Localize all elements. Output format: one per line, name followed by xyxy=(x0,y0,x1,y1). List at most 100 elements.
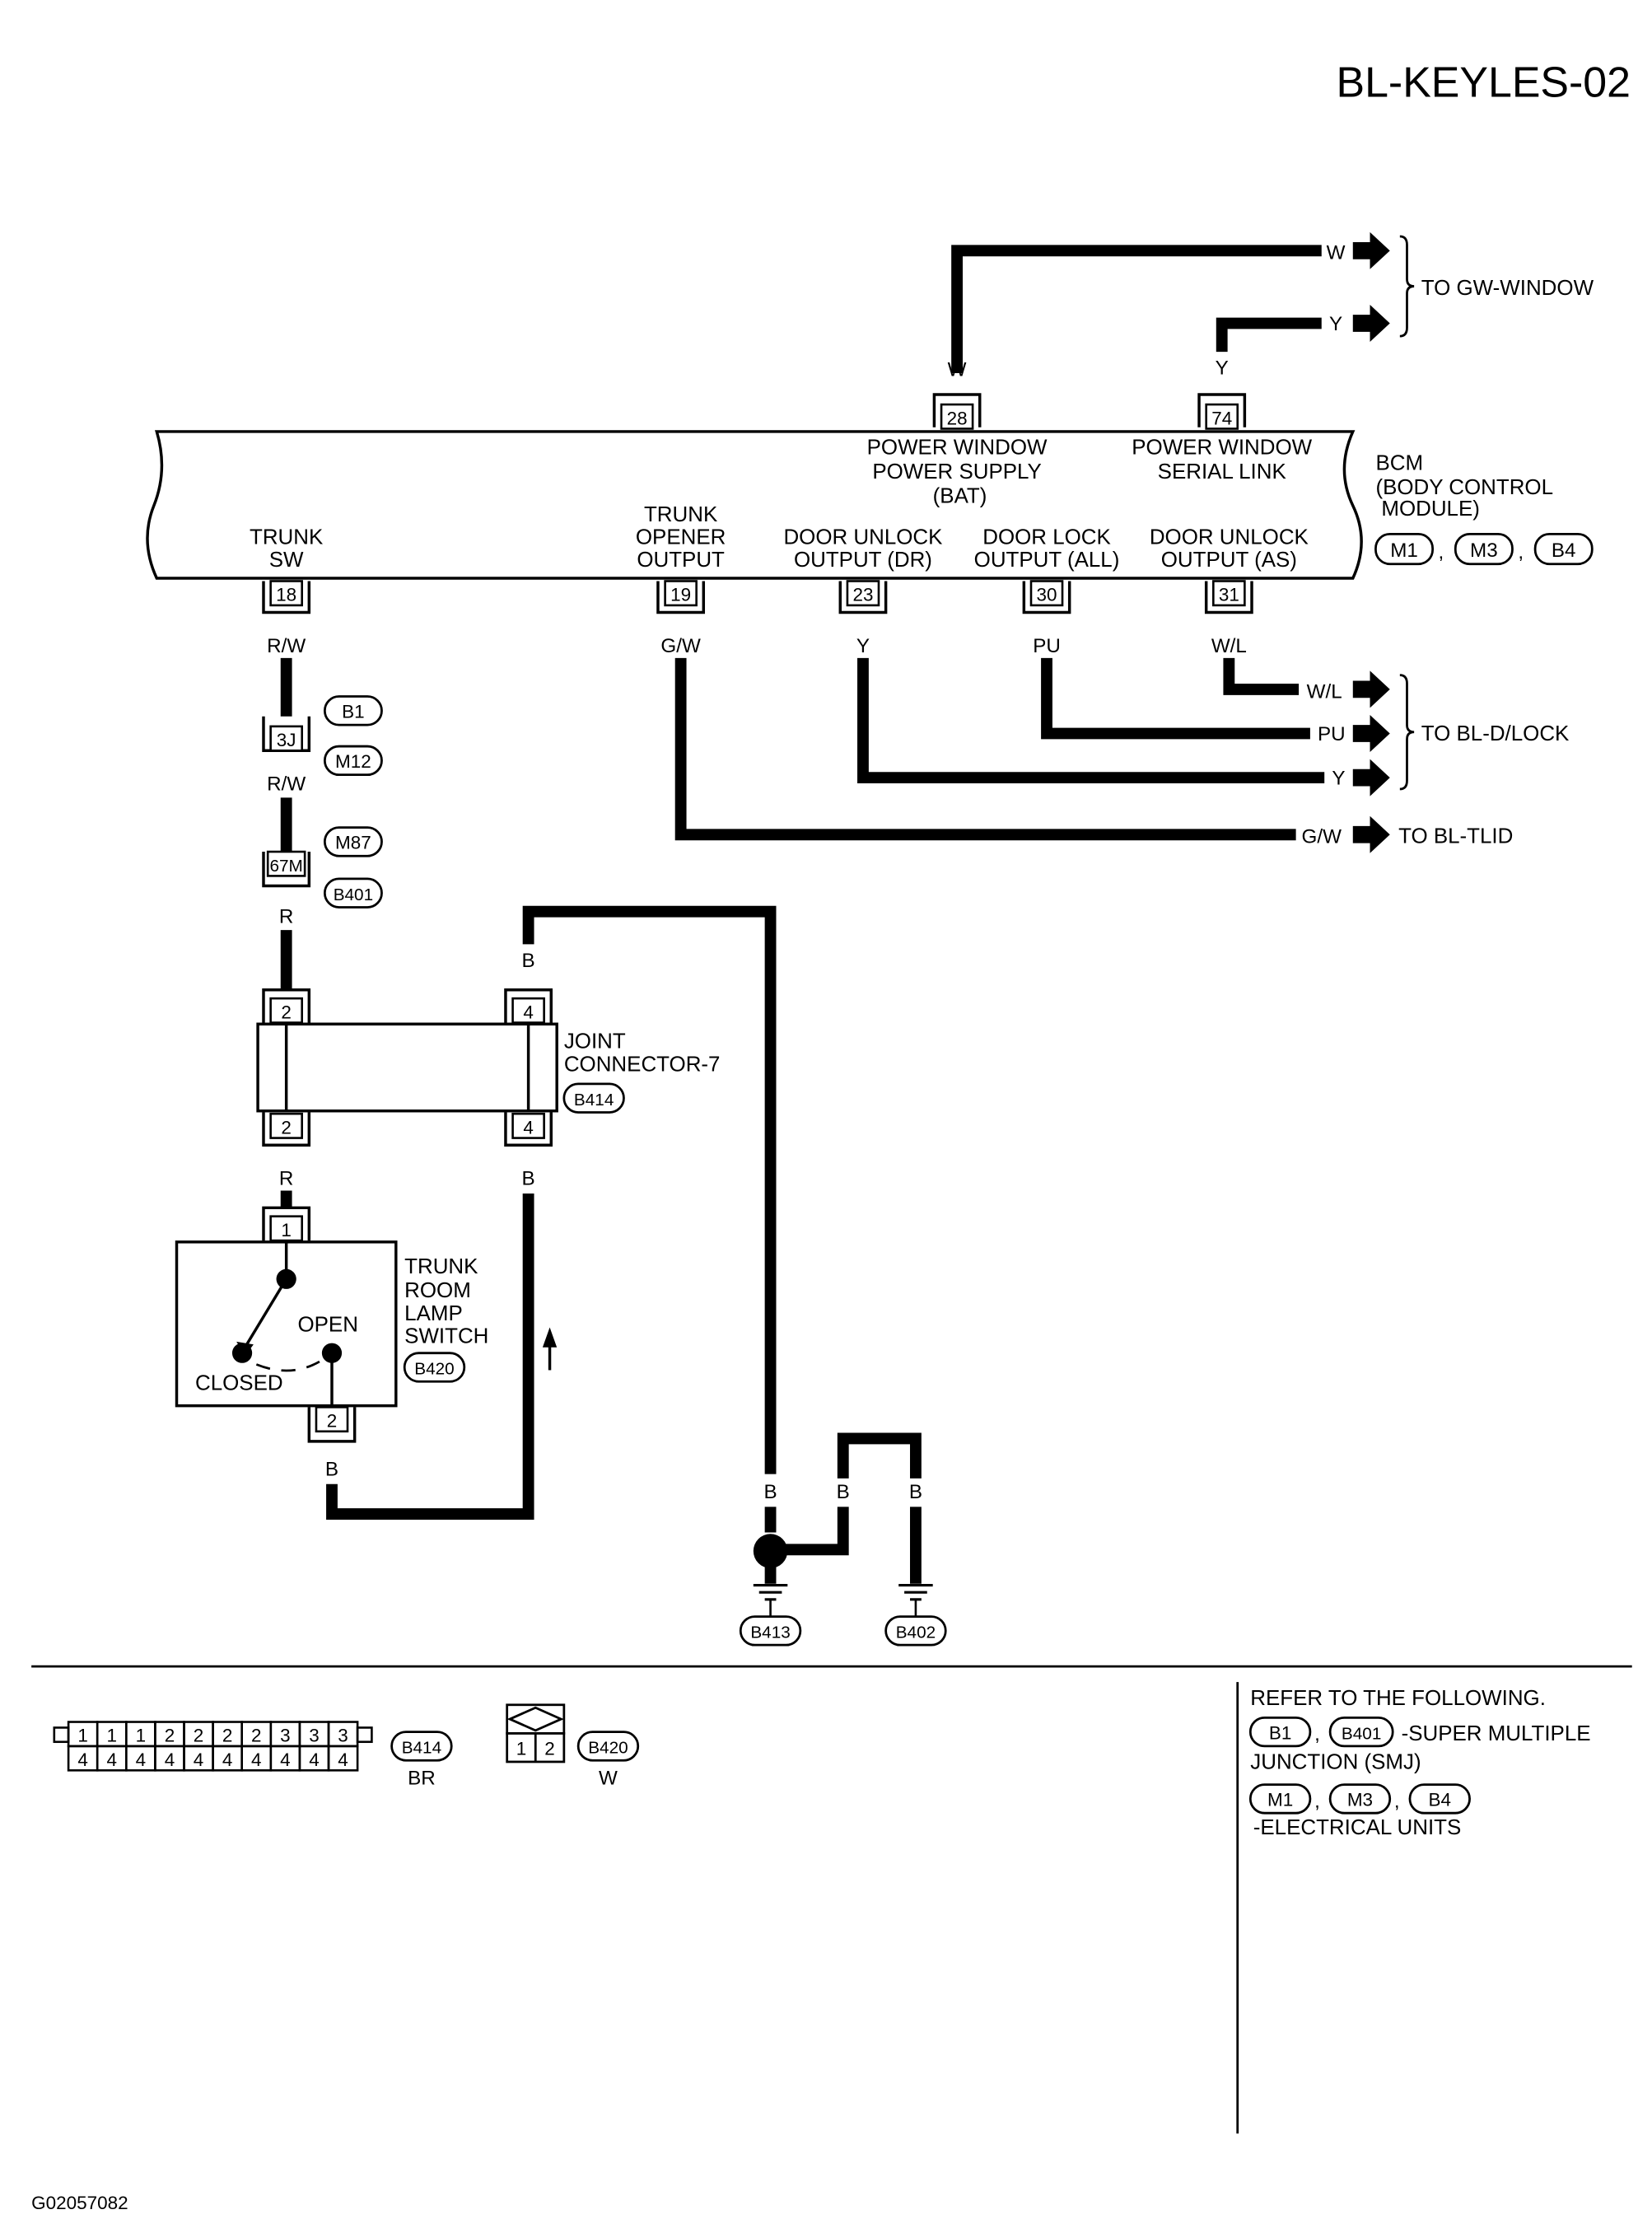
pin-19-label2: OPENER xyxy=(636,526,726,549)
joint-top-right-pin: 4 xyxy=(523,1002,534,1022)
pin-30-number: 30 xyxy=(1037,585,1057,605)
pin-28-label2: POWER SUPPLY xyxy=(872,460,1042,484)
lamp-switch-label3: LAMP xyxy=(404,1302,463,1325)
ground-code-b413: B413 xyxy=(750,1623,790,1642)
connector-67m-number: 67M xyxy=(269,857,302,876)
b420-pin-2: 2 xyxy=(544,1738,555,1759)
arrow-icon xyxy=(1352,231,1390,269)
refer-code-m3: M3 xyxy=(1347,1790,1373,1810)
switch-closed-contact xyxy=(231,1343,253,1363)
pin-18-number: 18 xyxy=(276,585,296,605)
b414-pin-number: 3 xyxy=(338,1726,348,1746)
wire-b-ground-link xyxy=(837,1432,922,1479)
bottom-pin-18: 18 xyxy=(262,580,311,614)
b414-pin-number: 2 xyxy=(251,1726,262,1746)
wire-label-pin18: R/W xyxy=(267,635,306,657)
refer-title: REFER TO THE FOLLOWING. xyxy=(1250,1687,1546,1710)
gw-window-brace xyxy=(1399,235,1415,338)
connector-view-b420: 1 2 xyxy=(506,1703,566,1764)
bottom-pin-30: 30 xyxy=(1022,580,1071,614)
joint-bottom-right-pin: 4 xyxy=(523,1117,534,1138)
b414-pin-number: 2 xyxy=(194,1726,204,1746)
code-b401: B401 xyxy=(334,885,373,904)
refer-code-m1: M1 xyxy=(1267,1790,1293,1810)
refer-code-b1: B1 xyxy=(1269,1722,1291,1743)
b414-pin-number: 4 xyxy=(106,1750,117,1770)
svg-text:,: , xyxy=(1518,541,1524,563)
lamp-switch-label4: SWITCH xyxy=(404,1325,488,1348)
arrow-icon xyxy=(1352,715,1390,752)
lamp-switch-label1: TRUNK xyxy=(404,1255,478,1278)
pin-74-label1: POWER WINDOW xyxy=(1132,437,1312,460)
joint-connector-label2: CONNECTOR-7 xyxy=(564,1053,721,1076)
bl-dlock-label: TO BL-D/LOCK xyxy=(1421,722,1570,745)
refer-electrical-units: -ELECTRICAL UNITS xyxy=(1253,1816,1462,1839)
wire-label-pin31: W/L xyxy=(1211,635,1247,657)
bcm-connector-codes: M1 , M3 , B4 xyxy=(1374,533,1594,566)
b414-pin-number: 4 xyxy=(194,1750,204,1770)
pin-28-label3: (BAT) xyxy=(933,484,987,507)
pin-23-label1: DOOR UNLOCK xyxy=(783,526,942,549)
wire-label-w-pin28: W xyxy=(948,358,967,381)
wire-label-pin23: Y xyxy=(856,635,870,657)
b414-cell xyxy=(327,1745,359,1772)
b420-code: B420 xyxy=(588,1739,628,1758)
bottom-pin-23: 23 xyxy=(838,580,888,614)
svg-text:,: , xyxy=(1439,541,1444,563)
lamp-switch-wire-label: B xyxy=(325,1458,338,1480)
connector-67m: 67M xyxy=(262,850,311,888)
refer-code-b401: B401 xyxy=(1342,1724,1381,1743)
pin-19-label1: TRUNK xyxy=(644,503,717,526)
b414-color: BR xyxy=(408,1768,436,1790)
wire-label-y-pin74: Y xyxy=(1216,357,1229,380)
pin-31-label1: DOOR UNLOCK xyxy=(1150,526,1309,549)
arrow-icon xyxy=(1352,759,1390,797)
wire-b-splice-branch xyxy=(783,1507,849,1556)
switch-blade xyxy=(244,1278,288,1348)
bcm-name-line2: (BODY CONTROL xyxy=(1375,476,1553,499)
switch-common-contact xyxy=(276,1268,296,1289)
b414-pin-number: 1 xyxy=(136,1726,147,1746)
gw-window-label: TO GW-WINDOW xyxy=(1421,277,1594,300)
joint-connector-body xyxy=(256,1022,558,1113)
lamp-switch-pin-2: 2 xyxy=(307,1406,357,1443)
pin-23-number: 23 xyxy=(852,585,873,605)
b420-pin-1: 1 xyxy=(516,1738,527,1759)
wire-b-joint-ground xyxy=(522,905,777,1474)
dlock-wire-y: Y xyxy=(1332,768,1345,790)
joint-connector-code: B414 xyxy=(574,1091,614,1110)
b414-pin-number: 2 xyxy=(222,1726,233,1746)
top-pin-28: 28 xyxy=(932,393,982,430)
b414-pin-number: 4 xyxy=(136,1750,147,1770)
pin-30-label1: DOOR LOCK xyxy=(982,526,1111,549)
bcm-code-m1: M1 xyxy=(1390,540,1418,562)
pin-74-label2: SERIAL LINK xyxy=(1158,460,1286,484)
b414-code: B414 xyxy=(402,1739,441,1758)
wire-label-pin19: G/W xyxy=(660,635,701,657)
pin-74-number: 74 xyxy=(1211,408,1232,428)
lamp-switch-pin-1: 1 xyxy=(262,1206,311,1242)
b414-pin-number: 3 xyxy=(280,1726,291,1746)
b414-pin-number: 4 xyxy=(251,1750,262,1770)
b414-pin-number: 4 xyxy=(222,1750,233,1770)
b414-pin-number: 1 xyxy=(77,1726,88,1746)
joint-connector-label1: JOINT xyxy=(564,1030,626,1053)
switch-closed-label: CLOSED xyxy=(195,1372,283,1395)
b414-pin-number: 4 xyxy=(280,1750,291,1770)
ground-b402-icon xyxy=(898,1583,933,1617)
b414-pin-number: 4 xyxy=(77,1750,88,1770)
flow-arrowhead-icon xyxy=(542,1327,558,1348)
figure-id: G02057082 xyxy=(31,2193,128,2213)
pin-28-number: 28 xyxy=(947,408,968,428)
lamp-switch-label2: ROOM xyxy=(404,1279,471,1302)
dlock-wire-wl: W/L xyxy=(1307,680,1342,703)
code-m87: M87 xyxy=(335,833,371,853)
ground-b413-icon xyxy=(753,1583,788,1617)
joint-bottom-left-pin: 2 xyxy=(281,1117,292,1138)
b420-color: W xyxy=(599,1768,618,1790)
tlid-wire-gw: G/W xyxy=(1302,826,1342,848)
pin-23-label2: OUTPUT (DR) xyxy=(794,549,932,572)
switch-dashed-link xyxy=(255,1359,323,1372)
ground-code-b402: B402 xyxy=(896,1623,936,1642)
